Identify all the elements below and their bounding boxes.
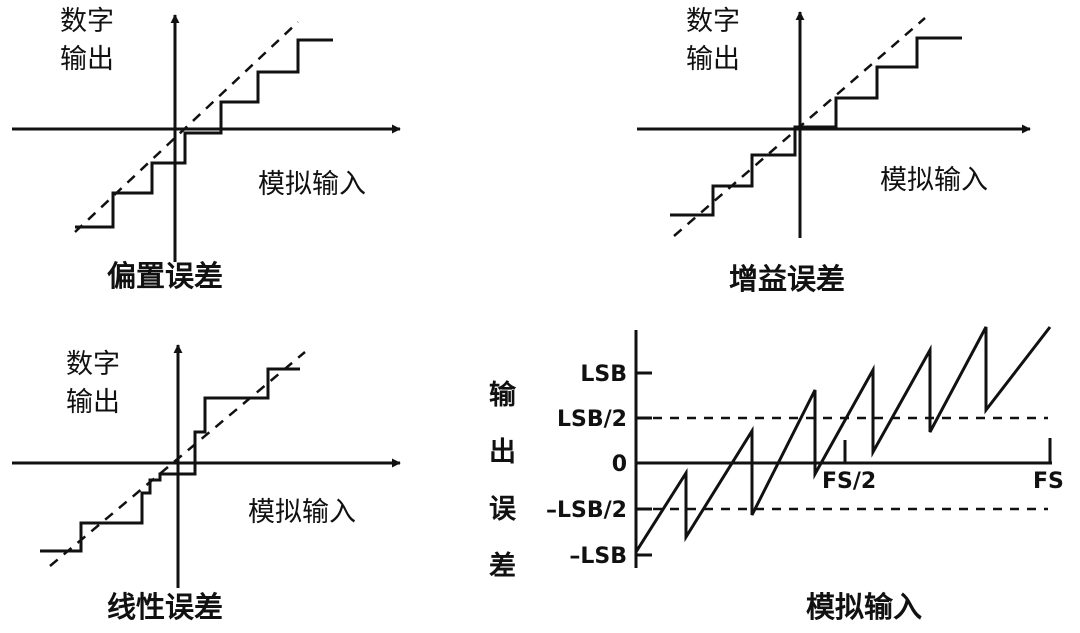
y-axis-label-line1: 数字 <box>66 349 120 380</box>
y-axis-label-line1: 数字 <box>686 6 740 37</box>
panel-caption: 增益误差 <box>729 262 845 296</box>
panel-offset-error: 数字 输出 模拟输入 偏置误差 <box>12 6 401 293</box>
panel-quantization-error: LSB LSB/2 0 –LSB/2 –LSB FS/2 FS 输 出 误 差 … <box>489 326 1064 624</box>
x-axis-label: 模拟输入 <box>248 497 356 528</box>
y-tick-label-half-lsb: LSB/2 <box>557 407 627 432</box>
y-tick-label-neg-half-lsb: –LSB/2 <box>546 498 627 523</box>
y-axis-label-char-2: 出 <box>489 437 516 468</box>
staircase-transfer-curve <box>75 38 333 229</box>
panel-caption: 偏置误差 <box>107 259 223 293</box>
y-axis-label-line1: 数字 <box>60 6 114 37</box>
x-tick-label-fs: FS <box>1033 469 1064 494</box>
sawtooth-error-curve <box>634 326 1052 553</box>
panel-gain-error: 数字 输出 模拟输入 增益误差 <box>637 6 1031 296</box>
y-axis-label-char-3: 误 <box>489 494 517 525</box>
x-axis-label: 模拟输入 <box>880 165 988 196</box>
panel-linearity-error: 数字 输出 模拟输入 线性误差 <box>12 344 401 624</box>
x-tick-label-fs-half: FS/2 <box>822 469 876 494</box>
y-axis-label-line2: 输出 <box>60 44 114 75</box>
y-axis-label-line2: 输出 <box>686 44 740 75</box>
panel-caption: 线性误差 <box>107 590 223 624</box>
x-axis-label: 模拟输入 <box>806 590 922 624</box>
ideal-transfer-line <box>49 351 306 567</box>
ideal-transfer-line <box>74 21 299 233</box>
y-axis-label-line2: 输出 <box>66 387 120 418</box>
staircase-transfer-curve <box>670 36 962 217</box>
y-tick-label-neg-lsb: –LSB <box>569 544 627 569</box>
y-axis-label-char-4: 差 <box>489 550 516 582</box>
staircase-transfer-curve <box>40 367 300 553</box>
y-axis-label-char-1: 输 <box>489 379 517 411</box>
y-tick-label-lsb: LSB <box>580 362 627 387</box>
y-tick-label-zero: 0 <box>612 452 627 477</box>
x-axis-label: 模拟输入 <box>258 169 366 200</box>
